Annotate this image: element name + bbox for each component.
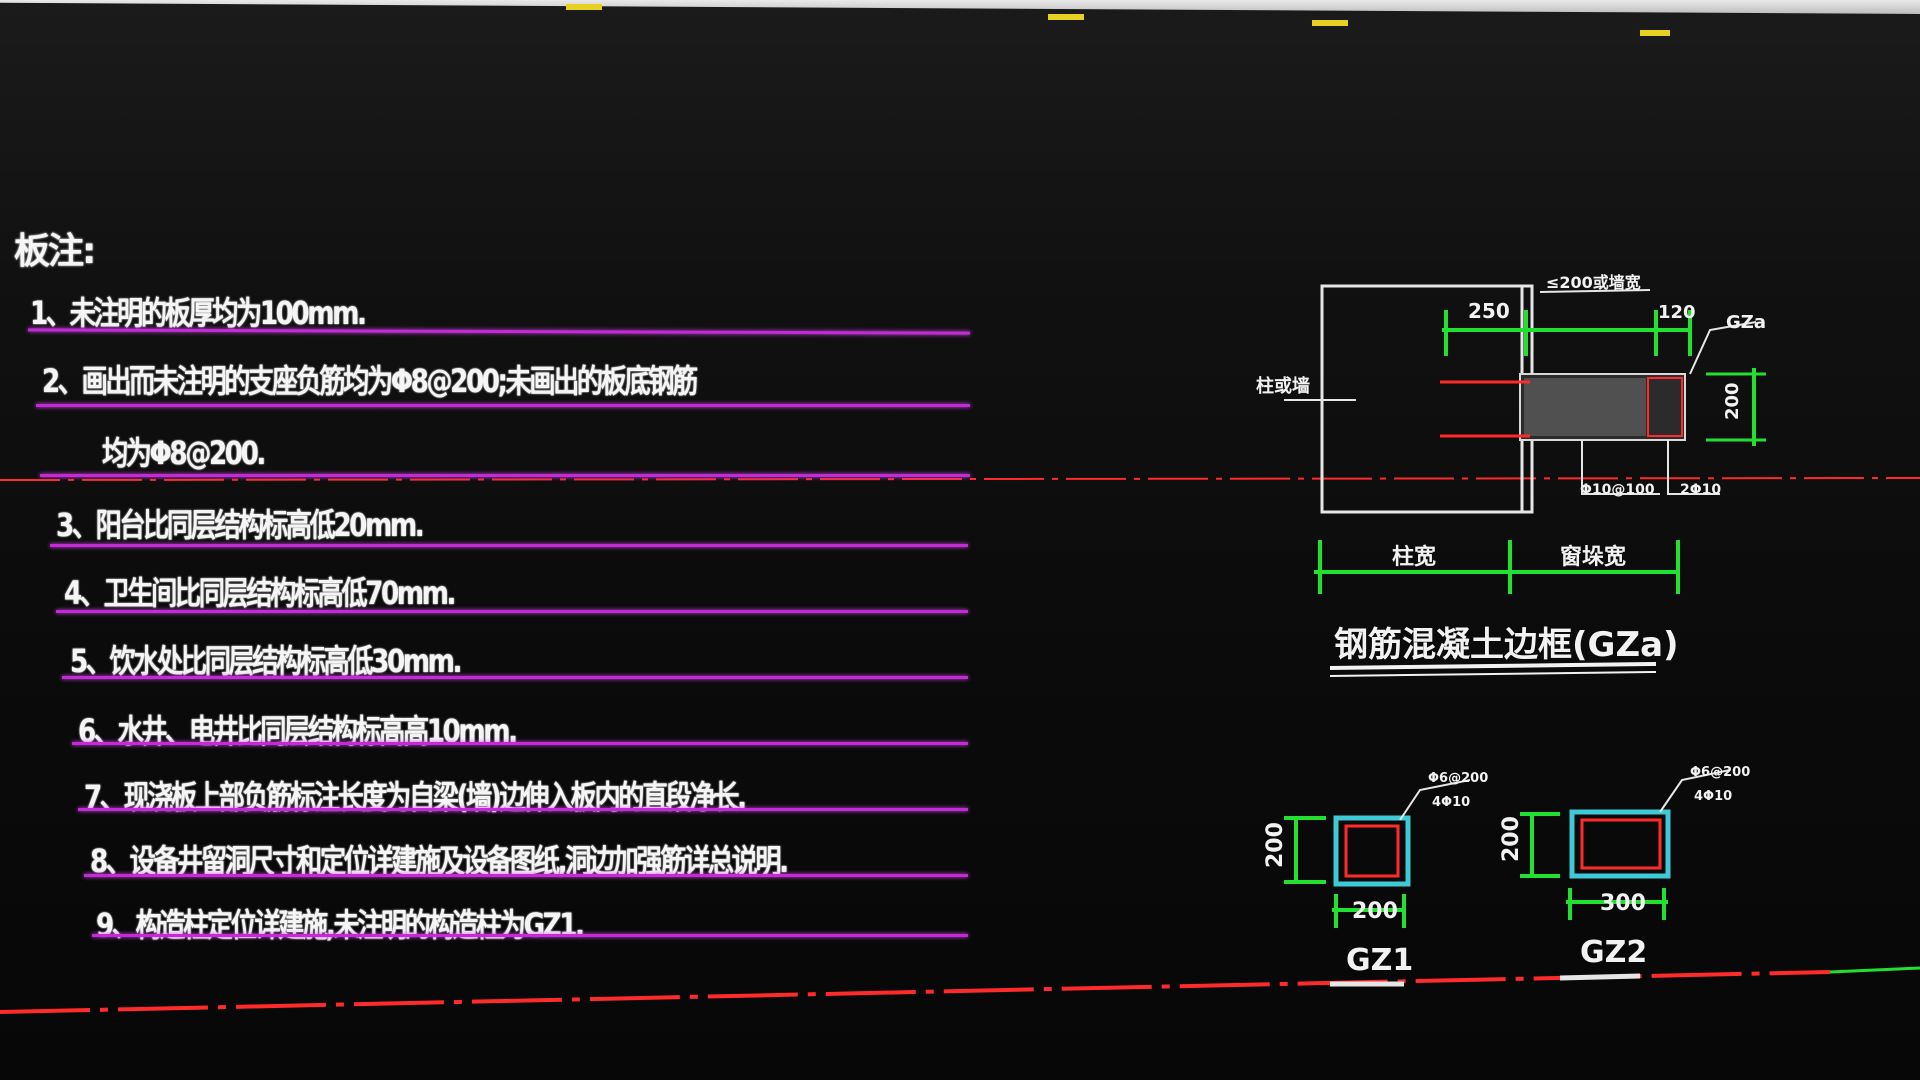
gz2-note-1: Φ6@200 [1690, 765, 1750, 780]
gza-side-label: 柱或墙 [1256, 375, 1310, 397]
axis-line-upper [0, 477, 1920, 481]
gz1-leader [1399, 779, 1471, 821]
gza-dim-right: 120 [1658, 302, 1696, 323]
gza-bar-label-1: Φ10@100 [1580, 482, 1655, 498]
gza-bottom-left: 柱宽 [1392, 544, 1436, 570]
frame-hatch [1524, 378, 1646, 436]
gz1-note-2: 4Φ10 [1432, 795, 1470, 810]
gz2-section: 300 200 Φ6@200 4Φ10 GZ2 [1499, 765, 1750, 981]
note-item-1: 1、未注明的板厚均为100mm. [30, 294, 367, 332]
gza-bar-label-2: 2Φ10 [1680, 482, 1721, 498]
gz2-height: 200 [1499, 816, 1524, 862]
note-item-8: 8、设备井留洞尺寸和定位详建施及设备图纸,洞边加强筋详总说明. [90, 842, 789, 880]
frame-hatch-right [1647, 377, 1683, 437]
note-underline-8 [84, 874, 968, 877]
note-underline-2b [40, 474, 970, 477]
gz1-section: 200 200 Φ6@200 4Φ10 GZ1 [1263, 771, 1488, 987]
gza-title: 钢筋混凝土边框(GZa) [1334, 625, 1679, 665]
gza-top-note: ≤200或墙宽 [1546, 273, 1641, 292]
note-underline-6 [72, 742, 968, 745]
gz1-note-1: Φ6@200 [1428, 771, 1488, 786]
top-note-underline [1539, 289, 1651, 293]
axis-line-lower-green [1829, 966, 1920, 974]
grid-marker [1312, 20, 1348, 26]
gz2-outline [1569, 809, 1671, 879]
gz2-label-underline [1559, 973, 1641, 981]
note-item-5: 5、饮水处比同层结构标高低30mm. [70, 642, 462, 680]
note-item-6: 6、水井、电井比同层结构标高高10mm. [78, 712, 518, 750]
note-item-3: 3、阳台比同层结构标高低20mm. [56, 506, 425, 544]
grid-marker [1048, 14, 1084, 20]
note-underline-5 [62, 676, 968, 679]
gza-title-underline-2 [1329, 671, 1657, 677]
gz2-leader [1659, 769, 1731, 813]
gz2-label: GZ2 [1580, 935, 1647, 970]
gz1-rebar [1344, 824, 1400, 878]
gza-bottom-right: 窗垛宽 [1560, 544, 1626, 570]
leader-bar-1 [1581, 440, 1660, 495]
note-underline-3 [50, 544, 968, 547]
note-item-2b: 均为Φ8@200. [102, 434, 266, 472]
grid-marker [566, 4, 602, 10]
leader-bar-2 [1667, 440, 1720, 495]
note-underline-2 [36, 404, 970, 407]
gz2-rebar [1580, 818, 1662, 870]
note-item-2: 2、画出而未注明的支座负筋均为Φ8@200;未画出的板底钢筋 [42, 362, 698, 400]
gza-detail: ≤200或墙宽 250 120 GZa 200 柱或墙 Φ10@100 2Φ10… [1256, 273, 1766, 677]
grid-marker [1640, 30, 1670, 36]
note-underline-9 [92, 934, 968, 937]
gza-title-underline [1329, 662, 1657, 670]
axis-line-lower [0, 970, 1831, 1014]
note-underline-4 [56, 610, 968, 613]
notes-title: 板注: [14, 231, 96, 272]
gz1-height: 200 [1263, 822, 1288, 868]
gz1-outline [1333, 815, 1411, 887]
gz2-width: 300 [1600, 891, 1646, 916]
gza-dim-left: 250 [1468, 299, 1510, 323]
leader-tag [1689, 321, 1757, 375]
gz1-width: 200 [1352, 899, 1398, 924]
gz1-label: GZ1 [1346, 943, 1413, 978]
note-underline-7 [78, 808, 968, 811]
gza-height: 200 [1722, 382, 1743, 420]
gza-tag: GZa [1726, 312, 1766, 333]
note-item-7: 7、现浇板上部负筋标注长度为自梁(墙)边伸入板内的直段净长. [84, 778, 747, 816]
gz2-note-2: 4Φ10 [1694, 789, 1732, 804]
note-item-9: 9、构造柱定位详建施,未注明的构造柱为GZ1. [96, 906, 585, 944]
note-item-4: 4、卫生间比同层结构标高低70mm. [64, 574, 456, 612]
